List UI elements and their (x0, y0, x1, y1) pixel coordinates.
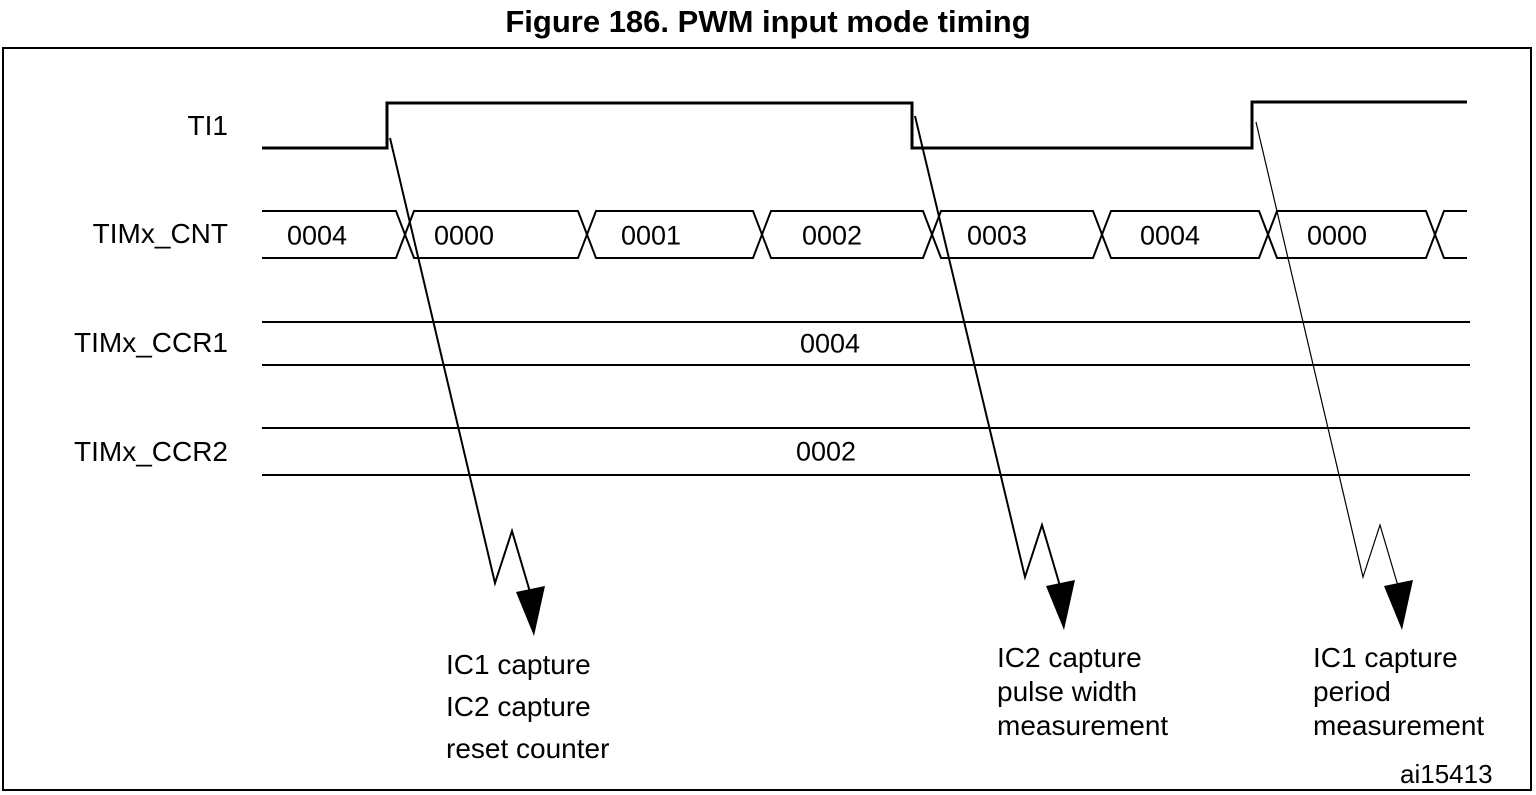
annotation-pulse-width-line-1: IC2 capture (997, 642, 1142, 673)
cnt-value-3: 0002 (801, 220, 863, 251)
annotation-capture-reset-line-2: IC2 capture (446, 691, 591, 722)
annotation-period-line-1: IC1 capture (1313, 642, 1458, 673)
annotation-pulse-width-line-2: pulse width (997, 676, 1138, 707)
diagram-frame (2, 47, 1532, 791)
cnt-value-4: 0003 (966, 220, 1028, 251)
annotation-capture-reset: IC1 capture IC2 capture reset counter (446, 644, 609, 770)
figure-reference-id: ai15413 (1400, 759, 1493, 789)
cnt-value-1: 0000 (433, 220, 495, 251)
ccr2-label: TIMx_CCR2 (73, 436, 228, 467)
annotation-period-line-2: period (1313, 676, 1391, 707)
ti1-label: TI1 (187, 110, 228, 141)
annotation-period: IC1 capture period measurement (1313, 641, 1484, 743)
cnt-value-6: 0000 (1306, 220, 1368, 251)
annotation-pulse-width-line-3: measurement (997, 710, 1169, 741)
annotation-capture-reset-line-1: IC1 capture (446, 649, 591, 680)
cnt-label: TIMx_CNT (92, 218, 228, 249)
annotation-capture-reset-line-3: reset counter (446, 733, 610, 764)
ccr2-value: 0002 (795, 436, 857, 467)
cnt-value-0: 0004 (286, 220, 348, 251)
ccr1-label: TIMx_CCR1 (73, 327, 228, 358)
annotation-pulse-width: IC2 capture pulse width measurement (997, 641, 1168, 743)
cnt-value-5: 0004 (1139, 220, 1201, 251)
annotation-period-line-3: measurement (1313, 710, 1485, 741)
ccr1-value: 0004 (799, 328, 861, 359)
figure-title: Figure 186. PWM input mode timing (505, 4, 1031, 39)
cnt-value-2: 0001 (620, 220, 682, 251)
